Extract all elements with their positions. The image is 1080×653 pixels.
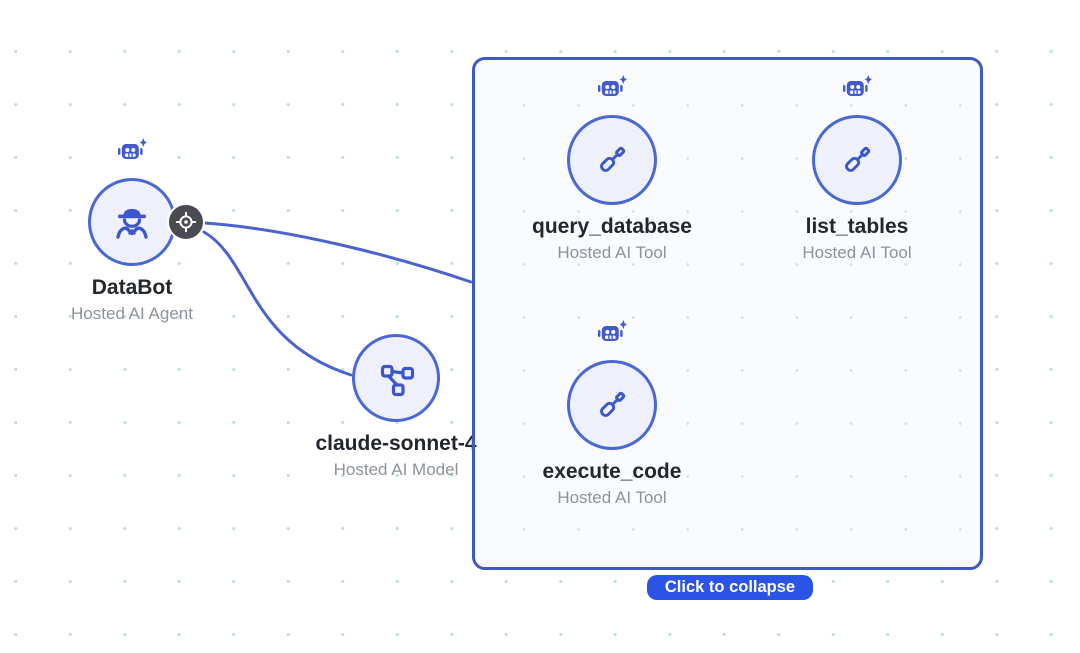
robot-sparkle-icon — [117, 138, 147, 164]
node-label-list-tables: list_tables — [805, 215, 909, 238]
collapse-button[interactable]: Click to collapse — [647, 575, 813, 600]
node-sublabel-query-database: Hosted AI Tool — [557, 243, 667, 263]
node-label-query-database: query_database — [532, 215, 692, 238]
node-execute-code: execute_code Hosted AI Tool — [492, 320, 732, 509]
robot-sparkle-icon — [597, 75, 627, 101]
node-circle-list-tables[interactable] — [812, 115, 902, 205]
node-label-claude-sonnet-4: claude-sonnet-4 — [315, 432, 477, 455]
node-circle-claude-sonnet-4[interactable] — [352, 334, 440, 422]
spy-agent-icon — [116, 208, 148, 239]
robot-sparkle-icon — [842, 75, 872, 101]
node-sublabel-claude-sonnet-4: Hosted AI Model — [333, 460, 459, 480]
node-circle-databot[interactable] — [88, 178, 176, 266]
screwdriver-tool-icon — [600, 146, 626, 172]
edge-databot-to-model[interactable] — [202, 230, 353, 377]
node-circle-execute-code[interactable] — [567, 360, 657, 450]
node-query-database: query_database Hosted AI Tool — [492, 75, 732, 264]
node-claude-sonnet-4: claude-sonnet-4 Hosted AI Model — [276, 334, 516, 481]
target-crosshair-icon[interactable] — [167, 203, 205, 241]
node-list-tables: list_tables Hosted AI Tool — [737, 75, 977, 264]
node-label-execute-code: execute_code — [542, 460, 682, 483]
node-sublabel-list-tables: Hosted AI Tool — [802, 243, 912, 263]
screwdriver-tool-icon — [845, 146, 871, 172]
network-nodes-icon — [380, 364, 415, 397]
node-sublabel-execute-code: Hosted AI Tool — [557, 488, 667, 508]
node-databot: DataBot Hosted AI Agent — [12, 138, 252, 325]
screwdriver-tool-icon — [600, 391, 626, 417]
edge-databot-to-tool-group[interactable] — [203, 221, 473, 284]
node-circle-query-database[interactable] — [567, 115, 657, 205]
robot-sparkle-icon — [597, 320, 627, 346]
node-sublabel-databot: Hosted AI Agent — [71, 304, 193, 324]
node-label-databot: DataBot — [91, 276, 173, 299]
